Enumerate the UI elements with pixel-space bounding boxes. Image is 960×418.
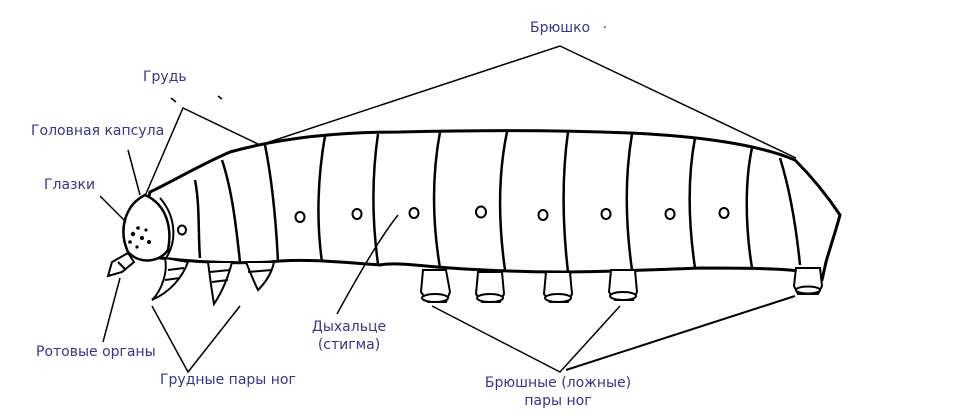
label-head-capsule: Головная капсула [31, 123, 165, 139]
prolegs [419, 267, 824, 303]
label-spiracle: Дыхальце (стигма) [306, 318, 392, 354]
mouthparts-shape [106, 251, 136, 278]
label-spiracle-line1: Дыхальце [311, 319, 387, 335]
prolegs-leader [431, 305, 621, 373]
thoracic-legs-leader [151, 305, 241, 374]
spiracles [177, 205, 730, 236]
label-abdomen-mark: · [602, 20, 608, 36]
head-capsule [122, 193, 175, 262]
abdomen-leader [259, 45, 797, 159]
label-thoracic-legs: Грудные пары ног [160, 372, 296, 388]
label-mouthparts: Ротовые органы [36, 344, 156, 360]
label-thorax: Грудь [143, 69, 187, 85]
ocelli-dots [128, 226, 151, 249]
leader-lines [99, 45, 797, 374]
ocelli-leader [99, 195, 127, 223]
head-capsule-leader [127, 149, 141, 196]
thorax-leader [144, 106, 261, 197]
label-ocelli: Глазки [44, 177, 96, 193]
label-prolegs-line2: пары ног [524, 393, 592, 409]
label-prolegs: Брюшные (ложные) пары ног [478, 374, 638, 410]
body-segments [193, 131, 802, 273]
spiracle-leader [336, 214, 399, 315]
caterpillar-body [140, 129, 842, 282]
label-abdomen: Брюшко · [530, 19, 607, 37]
label-prolegs-line1: Брюшные (ложные) [484, 375, 632, 391]
thoracic-legs [151, 256, 276, 307]
mouthparts-leader [102, 277, 121, 343]
prolegs-leader-long [565, 295, 796, 371]
label-spiracle-line2: (стигма) [317, 337, 381, 353]
label-abdomen-text: Брюшко [530, 20, 591, 36]
